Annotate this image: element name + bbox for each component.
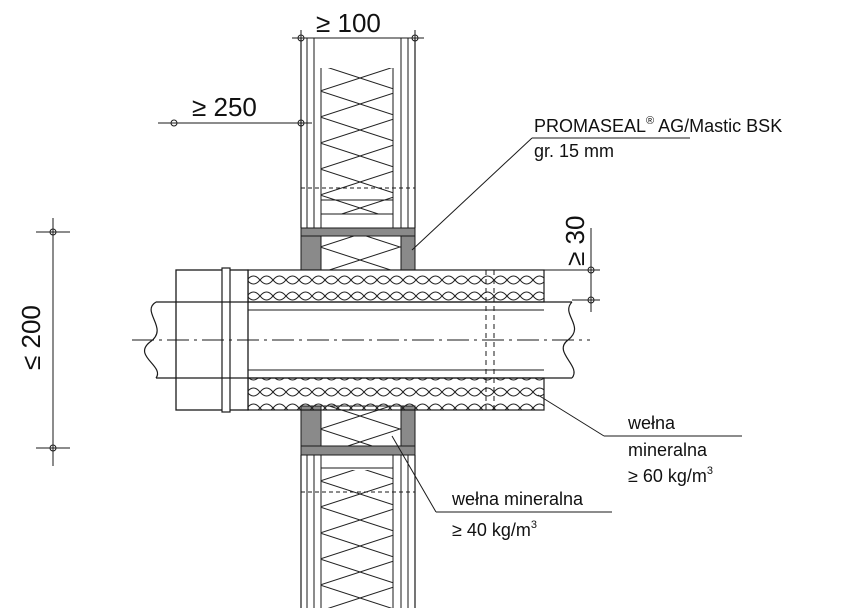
- pipe-diameter-label: ≤ 200: [16, 305, 46, 370]
- leader-sealant: [411, 137, 690, 251]
- leader-wall-wool: [391, 435, 612, 513]
- dimension-wall-thickness: [292, 30, 424, 46]
- leader-pipe-wool: [537, 394, 742, 437]
- seal-zone-upper: [300, 227, 416, 271]
- wall-upper: [300, 38, 416, 228]
- wall-wool-label: wełna mineralna: [451, 489, 584, 509]
- pipe: [132, 301, 590, 379]
- edge-distance-label: ≥ 250: [192, 92, 257, 122]
- pipe-wool-label-line2: mineralna: [628, 440, 708, 460]
- pipe-wool-density: ≥ 60 kg/m3: [628, 465, 713, 486]
- dimension-pipe-diameter: [36, 218, 70, 466]
- seal-zone-lower: [300, 405, 416, 456]
- dimension-edge-distance: [158, 119, 312, 127]
- wall-wool-density: ≥ 40 kg/m3: [452, 519, 537, 540]
- sealant-label: PROMASEAL® AG/Mastic BSK: [534, 115, 782, 136]
- wall-lower: [300, 454, 416, 608]
- insulation-overlap-label: ≥ 30: [560, 216, 590, 266]
- pipe-insulation: [175, 267, 545, 413]
- sealant-thickness-label: gr. 15 mm: [534, 141, 614, 161]
- dimension-insulation-overlap: [544, 228, 600, 312]
- pipe-wool-label-line1: wełna: [627, 413, 676, 433]
- wall-thickness-label: ≥ 100: [316, 8, 381, 38]
